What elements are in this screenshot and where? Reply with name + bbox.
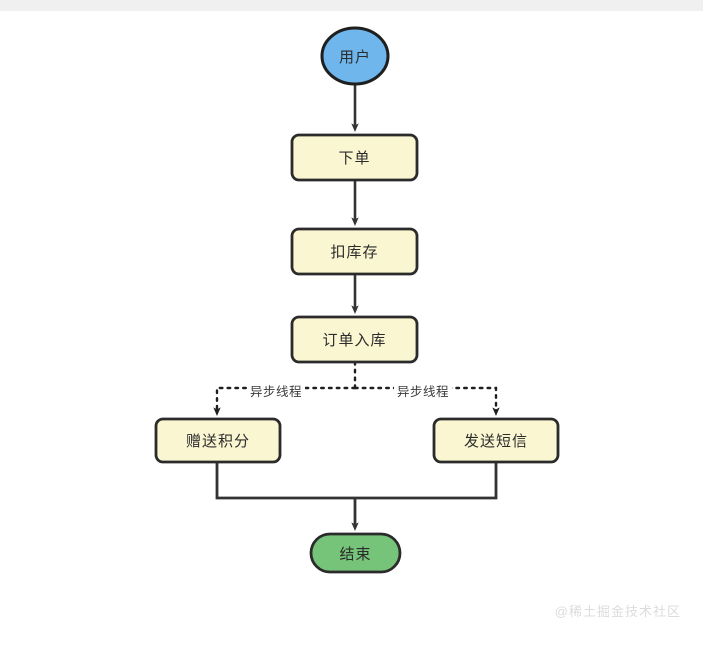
node-stock[interactable]: [290, 227, 419, 276]
edge-sms-to-end: [355, 462, 498, 500]
node-order[interactable]: [290, 133, 419, 182]
top-bar: [0, 0, 703, 11]
edge-points-to-end: [215, 462, 355, 500]
edge-label-async-left: 异步线程: [247, 381, 306, 400]
diagram-canvas: 用户 下单 扣库存 订单入库 赠送积分 发送短信 结束 异步线程 异步线程 @稀…: [0, 11, 703, 647]
edge-label-async-right: 异步线程: [394, 381, 453, 400]
node-sms[interactable]: [432, 417, 560, 464]
node-points[interactable]: [154, 417, 282, 464]
node-end[interactable]: [309, 532, 402, 574]
flowchart-svg: [154, 26, 560, 574]
edge-persist-to-points: [213, 386, 357, 417]
node-persist[interactable]: [290, 315, 419, 364]
node-user[interactable]: [320, 26, 390, 86]
watermark: @稀土掘金技术社区: [554, 604, 681, 619]
